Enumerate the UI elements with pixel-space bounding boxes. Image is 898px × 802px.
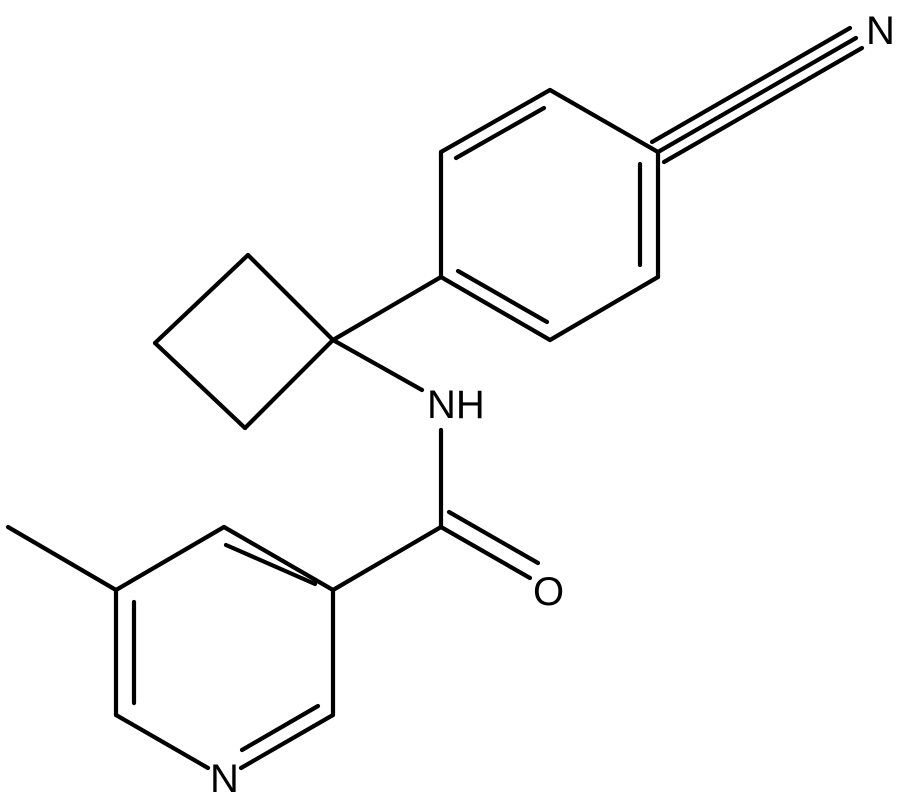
ring-double-bond [223,542,318,587]
amide-nh-label: NH [427,383,485,427]
triple-bond-line [661,45,865,165]
double-bond-line [438,524,533,581]
ring-double-bond [453,105,547,161]
triple-bond-line [655,35,859,155]
ring-bond [438,87,553,155]
ring-bond [438,274,553,343]
ring-bond [221,524,336,593]
nitrile-nitrogen-label: N [866,9,895,53]
ring-bond [242,337,336,431]
ring-bond [547,274,661,343]
cyclobutane-ring [152,252,336,431]
carbonyl-group [438,509,541,581]
ring-double-bond [455,268,550,325]
ring-bond [113,524,227,593]
ring-bond [152,252,251,346]
aryl-cyclobutyl-bond [330,274,444,343]
carbonyl-oxygen-label: O [533,570,564,614]
carbonyl-pyridine-bond [330,524,444,593]
ring-bond [547,87,661,155]
ring-bond [245,252,336,343]
c-n-bond [330,337,425,393]
nitrile-group [649,25,865,165]
ring-bond [152,340,248,431]
ring-bond [113,712,211,771]
double-bond-line [446,509,541,566]
pyridine-nitrogen-label: N [210,757,239,801]
triple-bond-line [649,25,853,145]
pyridine-ring [113,524,336,771]
ring-double-bond [239,703,321,753]
methyl-bond [5,524,119,593]
benzene-ring [438,87,661,343]
ring-bond [238,712,336,771]
